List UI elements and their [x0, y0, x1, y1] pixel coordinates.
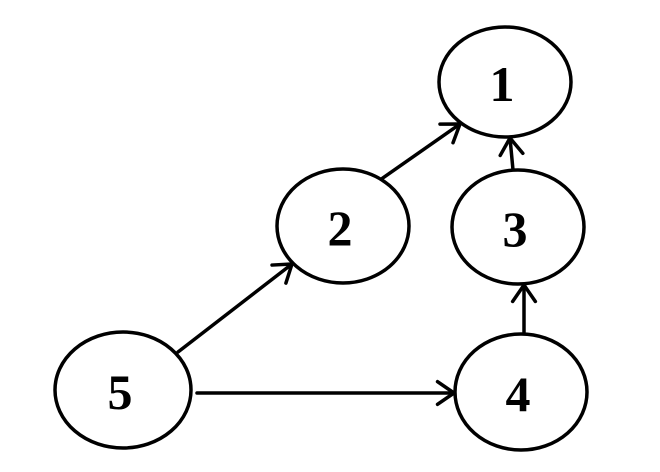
- edge-line: [508, 136, 515, 172]
- node-ellipse: [437, 25, 573, 139]
- node-3: 3: [450, 168, 586, 286]
- node-5: 5: [53, 330, 193, 450]
- nodes-layer: 1 2 3 4 5: [53, 25, 589, 452]
- node-ellipse: [275, 167, 411, 285]
- node-label: 2: [328, 200, 353, 256]
- edge-line: [378, 122, 462, 182]
- node-ellipse: [450, 168, 586, 286]
- node-1: 1: [437, 25, 573, 139]
- node-ellipse: [453, 332, 589, 452]
- node-2: 2: [275, 167, 411, 285]
- edge-2-to-1: [378, 122, 462, 182]
- node-4: 4: [453, 332, 589, 452]
- edge-3-to-1: [498, 136, 525, 172]
- node-label: 3: [503, 201, 528, 257]
- edge-line: [176, 262, 294, 354]
- node-label: 4: [506, 366, 531, 422]
- edge-5-to-2: [176, 262, 294, 354]
- edge-4-to-3: [510, 283, 538, 335]
- node-label: 5: [108, 364, 133, 420]
- edge-5-to-4: [195, 379, 456, 407]
- node-label: 1: [490, 56, 515, 112]
- node-ellipse: [53, 330, 193, 450]
